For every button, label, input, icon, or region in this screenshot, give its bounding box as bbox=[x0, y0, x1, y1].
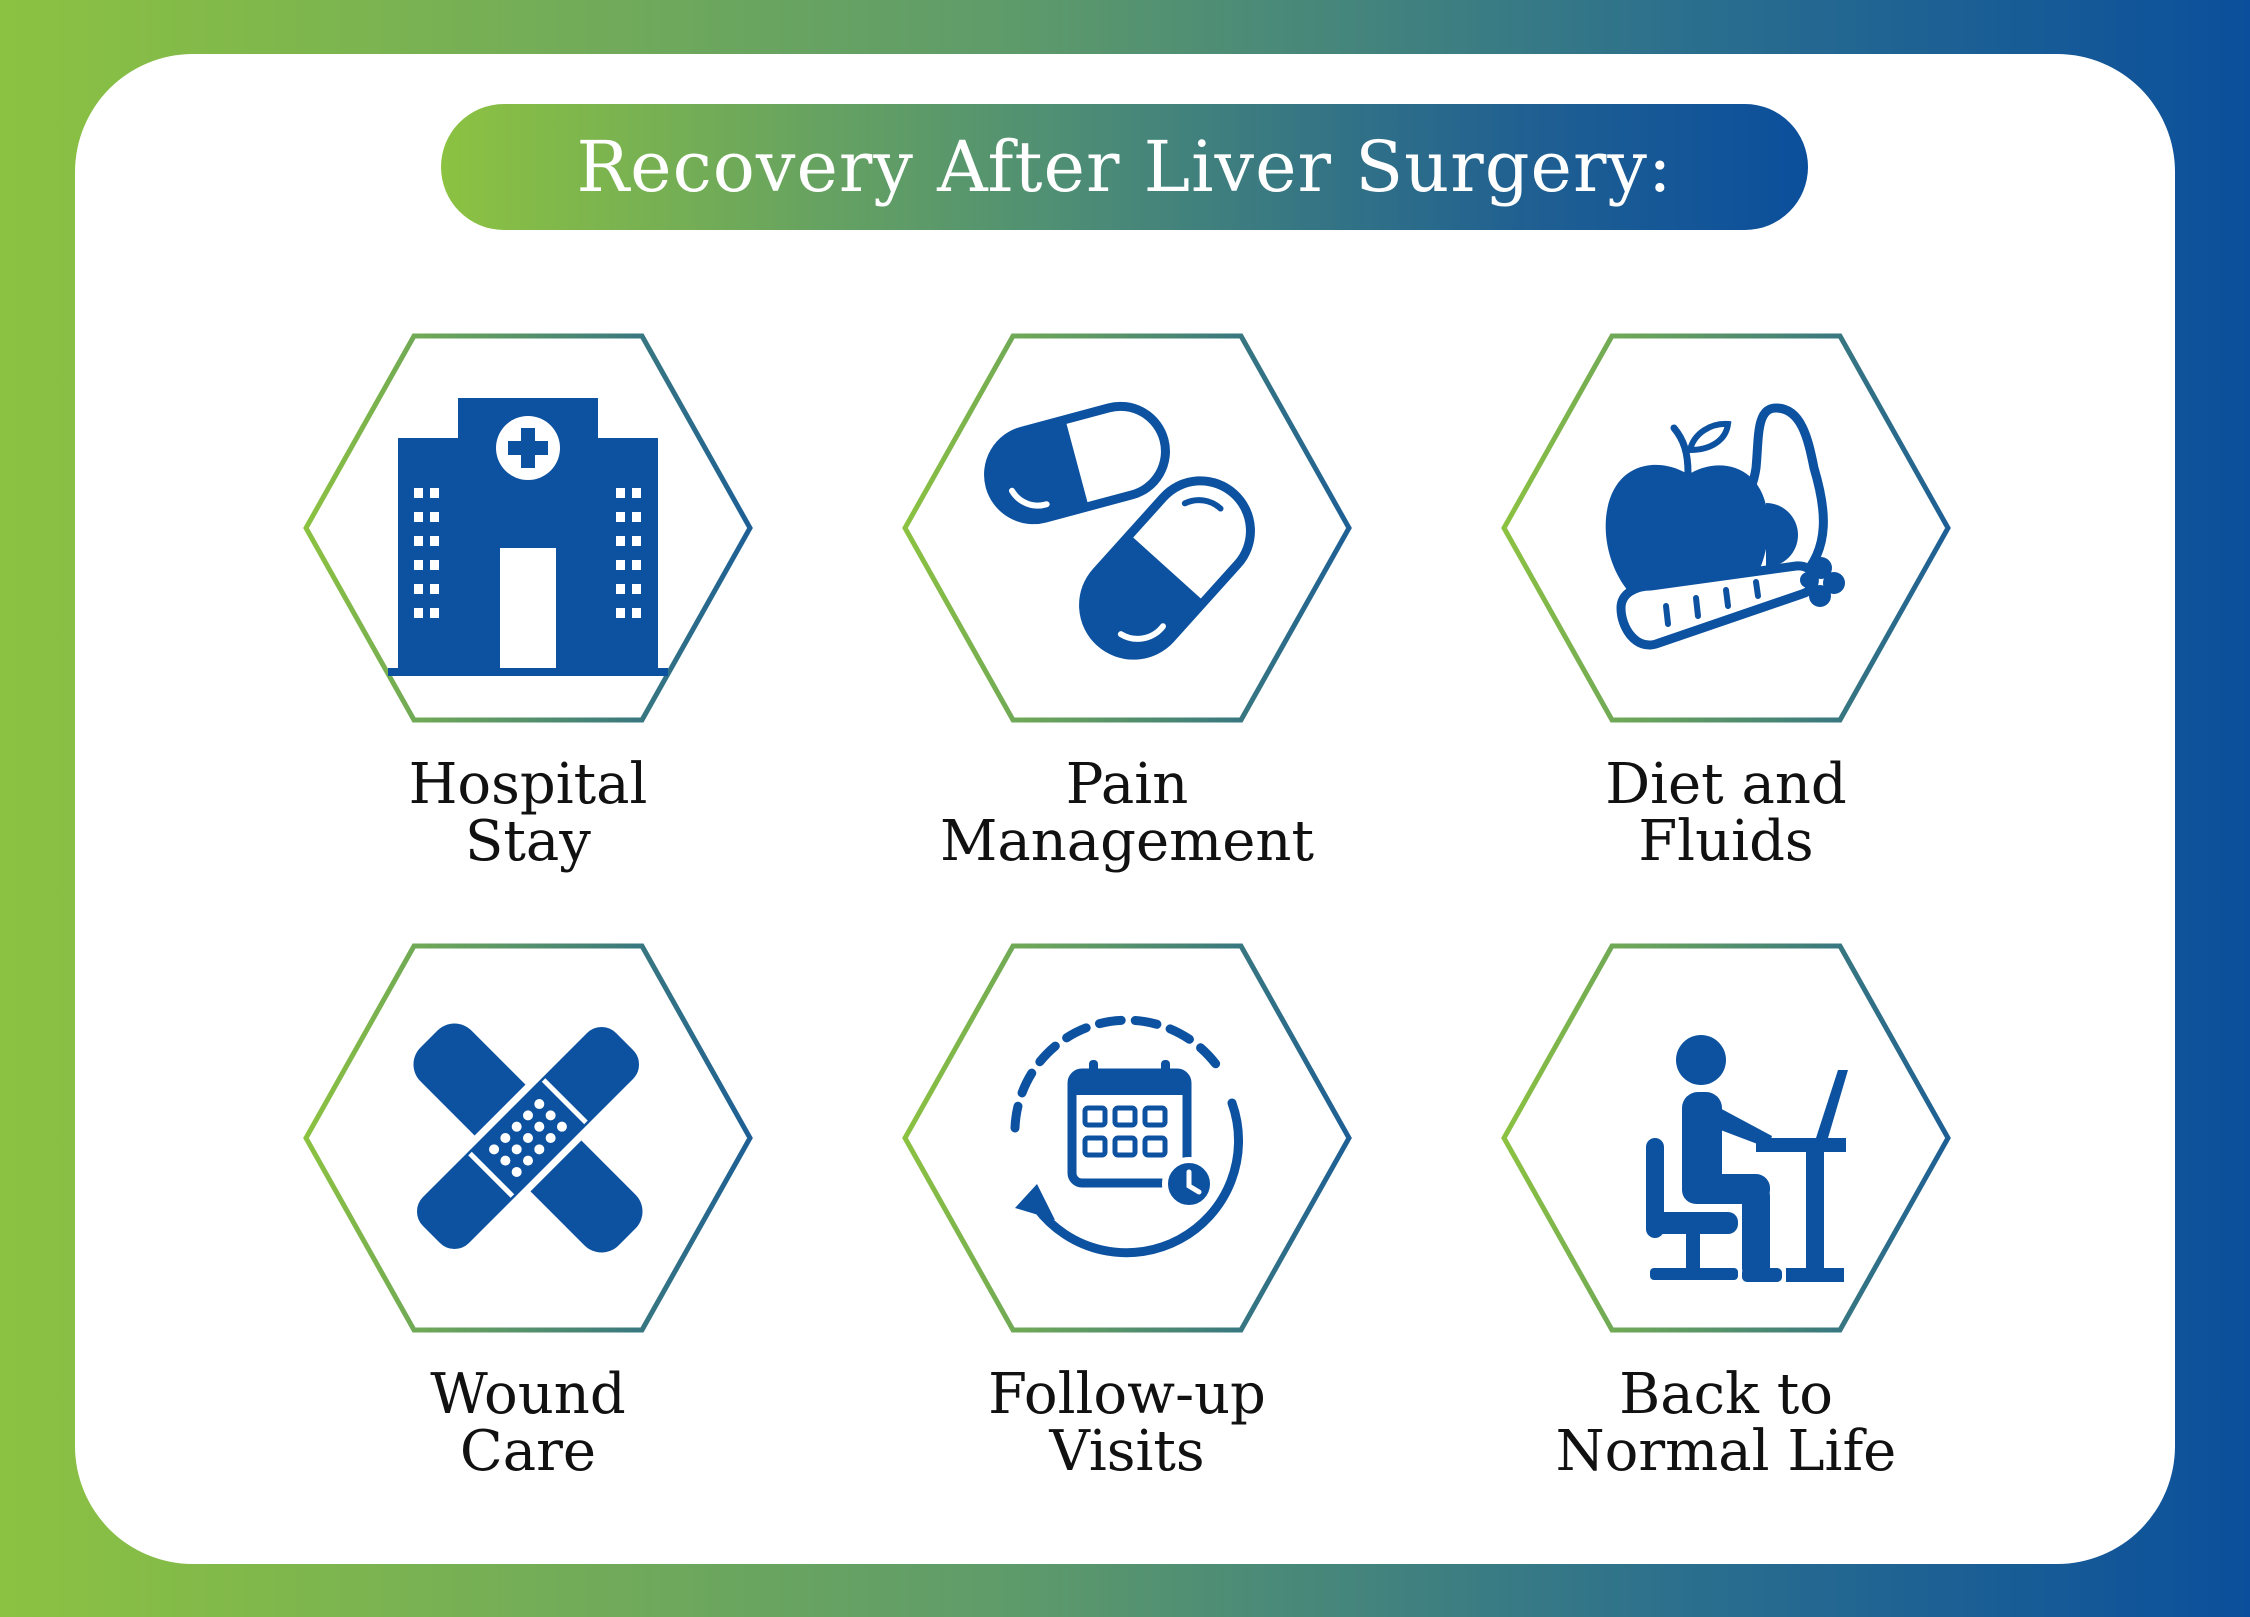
food-icon bbox=[1605, 403, 1845, 650]
tile-caption: Pain Management bbox=[940, 752, 1314, 874]
hospital-icon bbox=[388, 398, 668, 676]
hexagon-frame bbox=[303, 943, 753, 1333]
tile-wound-care: Wound Care bbox=[300, 942, 756, 1480]
bandage-icon bbox=[409, 1019, 647, 1257]
pills-icon bbox=[984, 401, 1255, 660]
tile-diet-and-fluids: Diet and Fluids bbox=[1498, 332, 1954, 870]
hexagon-frame bbox=[303, 333, 753, 723]
title-banner: Recovery After Liver Surgery: bbox=[441, 104, 1808, 230]
hexagon-frame bbox=[1501, 333, 1951, 723]
hexagon-frame bbox=[902, 333, 1352, 723]
tile-caption: Diet and Fluids bbox=[1605, 752, 1847, 874]
tile-pain-management: Pain Management bbox=[899, 332, 1355, 870]
tile-back-to-normal-life: Back to Normal Life bbox=[1498, 942, 1954, 1480]
page-title: Recovery After Liver Surgery: bbox=[576, 126, 1673, 208]
hexagon-frame bbox=[1501, 943, 1951, 1333]
infographic-card bbox=[75, 54, 2175, 1564]
tile-caption: Hospital Stay bbox=[408, 752, 648, 874]
tile-caption: Wound Care bbox=[430, 1362, 626, 1484]
tile-caption: Follow-up Visits bbox=[988, 1362, 1266, 1484]
tile-hospital-stay: Hospital Stay bbox=[300, 332, 756, 870]
hexagon-frame bbox=[902, 943, 1352, 1333]
calendar-cycle-icon bbox=[1010, 1015, 1243, 1258]
tile-caption: Back to Normal Life bbox=[1555, 1362, 1897, 1484]
person-at-desk-icon bbox=[1646, 1035, 1848, 1282]
tile-follow-up-visits: Follow-up Visits bbox=[899, 942, 1355, 1480]
